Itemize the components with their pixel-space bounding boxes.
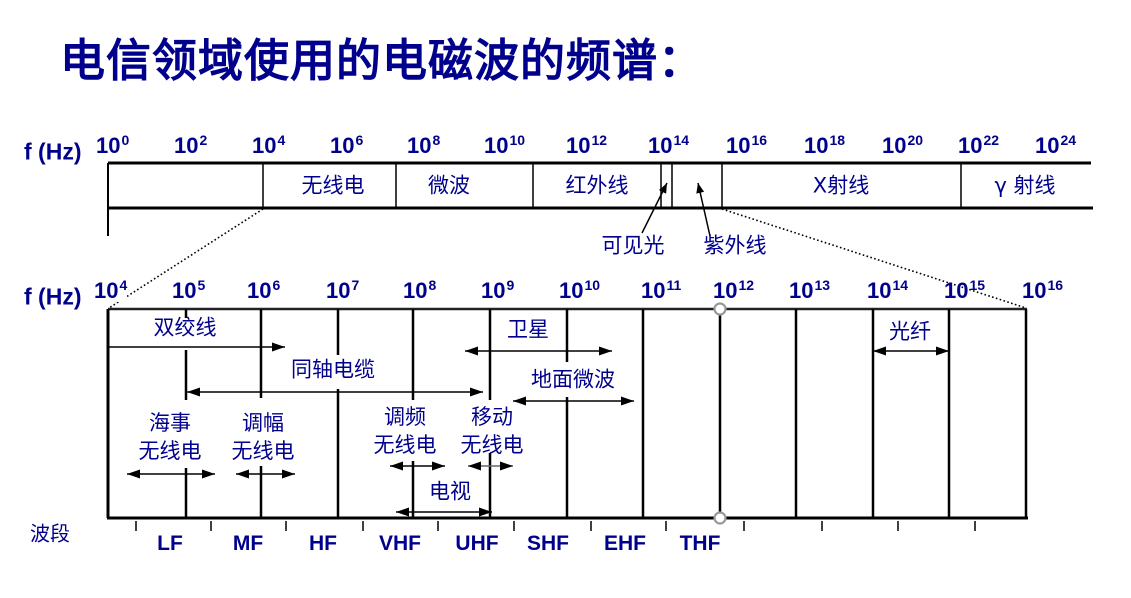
ultraviolet-label: 紫外线	[703, 233, 767, 258]
terrestrial-microwave-label: 地面微波	[531, 367, 615, 392]
maritime-radio-label: 海事 无线电	[139, 409, 202, 465]
visible-light-arrow	[641, 182, 668, 234]
service-line1: 调幅	[242, 411, 284, 435]
band-thf: THF	[679, 532, 721, 555]
bottom-tick-label: 109	[481, 277, 515, 303]
bottom-tick-label: 105	[172, 277, 206, 303]
bottom-tick-label: 1016	[1022, 277, 1064, 303]
bottom-tick-label: 1012	[713, 277, 755, 303]
zoom-dotted-lines	[108, 208, 1027, 309]
bottom-tick-label: 1010	[559, 277, 601, 303]
band-lf: LF	[157, 532, 183, 555]
service-line2: 无线电	[373, 433, 437, 457]
top-axis-label: f (Hz)	[24, 138, 82, 165]
am-radio-label: 调幅 无线电	[232, 409, 295, 465]
bottom-tick-label: 1013	[789, 277, 831, 303]
top-tick-label: 1022	[958, 132, 1000, 158]
bands-label: 波段	[30, 521, 70, 546]
line-handle-bottom-circle[interactable]	[713, 511, 727, 525]
top-tick-label: 1010	[484, 132, 526, 158]
bottom-tick-label: 104	[94, 277, 128, 303]
region-gamma-ray-label: γ 射线	[994, 173, 1056, 198]
top-tick-label: 1024	[1035, 132, 1077, 158]
service-line1: 移动	[471, 405, 513, 429]
mobile-radio-label: 移动 无线电	[461, 403, 524, 459]
coaxial-cable-label: 同轴电缆	[291, 357, 375, 382]
top-tick-label: 102	[174, 132, 208, 158]
page-title: 电信领域使用的电磁波的频谱：	[60, 34, 705, 87]
optical-fiber-label: 光纤	[889, 319, 931, 344]
top-spectrum-frame	[107, 161, 1093, 236]
ultraviolet-arrow	[696, 182, 711, 237]
region-microwave-label: 微波	[428, 173, 470, 198]
satellite-label: 卫星	[507, 317, 549, 342]
service-line2: 无线电	[460, 433, 524, 457]
band-uhf: UHF	[455, 532, 499, 555]
top-tick-label: 1012	[566, 132, 608, 158]
bottom-tick-label: 108	[403, 277, 437, 303]
range-arrows	[108, 342, 949, 517]
service-line2: 无线电	[138, 439, 202, 463]
top-tick-label: 1016	[726, 132, 768, 158]
decade-lines	[184, 309, 951, 518]
tv-label: 电视	[429, 479, 471, 504]
bottom-tick-label: 106	[247, 277, 281, 303]
top-tick-label: 108	[407, 132, 441, 158]
bottom-tick-label: 1011	[641, 277, 682, 303]
region-radio-label: 无线电	[301, 173, 365, 198]
service-line2: 无线电	[231, 439, 295, 463]
twisted-pair-label: 双绞线	[153, 315, 217, 340]
band-vhf: VHF	[379, 532, 421, 555]
service-line1: 调频	[384, 405, 426, 429]
service-line1: 海事	[149, 411, 191, 435]
band-ehf: EHF	[604, 532, 646, 555]
top-tick-label: 100	[96, 132, 130, 158]
bottom-axis-label: f (Hz)	[24, 283, 82, 310]
top-tick-label: 1014	[648, 132, 690, 158]
band-ticks	[135, 521, 976, 531]
top-tick-label: 1020	[882, 132, 924, 158]
band-shf: SHF	[527, 532, 569, 555]
top-tick-label: 106	[330, 132, 364, 158]
top-tick-label: 1018	[804, 132, 846, 158]
callout-arrows	[641, 182, 711, 237]
fm-radio-label: 调频 无线电	[374, 403, 437, 459]
band-hf: HF	[309, 532, 337, 555]
bottom-tick-label: 107	[326, 277, 360, 303]
band-mf: MF	[232, 532, 264, 555]
top-tick-label: 104	[252, 132, 286, 158]
bottom-tick-label: 1014	[867, 277, 909, 303]
region-xray-label: X射线	[812, 173, 870, 198]
bottom-tick-label: 1015	[944, 277, 986, 303]
region-infrared-label: 红外线	[565, 173, 629, 198]
line-handle-top-circle[interactable]	[713, 302, 727, 316]
visible-light-label: 可见光	[601, 233, 665, 258]
